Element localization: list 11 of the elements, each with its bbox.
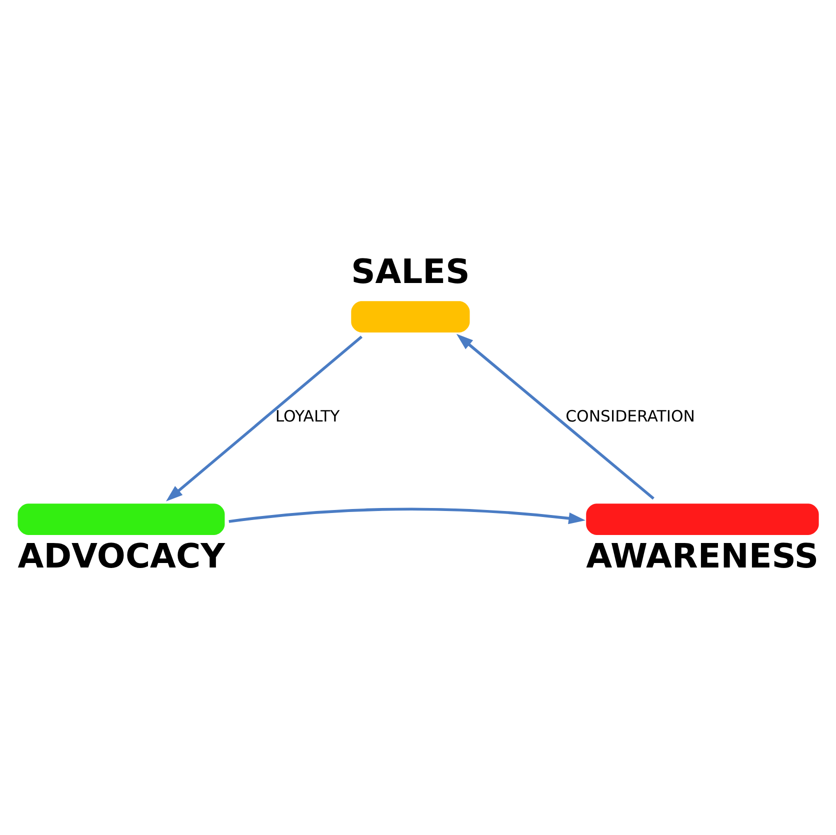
arrow — [228, 508, 586, 524]
edge-label: CONSIDERATION — [566, 406, 696, 426]
arrow — [456, 334, 654, 500]
node-box — [586, 504, 819, 535]
node-box — [18, 504, 225, 535]
node-box — [351, 301, 470, 332]
arrow — [166, 336, 363, 502]
node-label: ADVOCACY — [18, 536, 225, 576]
node-label: AWARENESS — [586, 536, 819, 576]
edge-label: LOYALTY — [275, 406, 340, 426]
node-label: SALES — [351, 252, 470, 292]
